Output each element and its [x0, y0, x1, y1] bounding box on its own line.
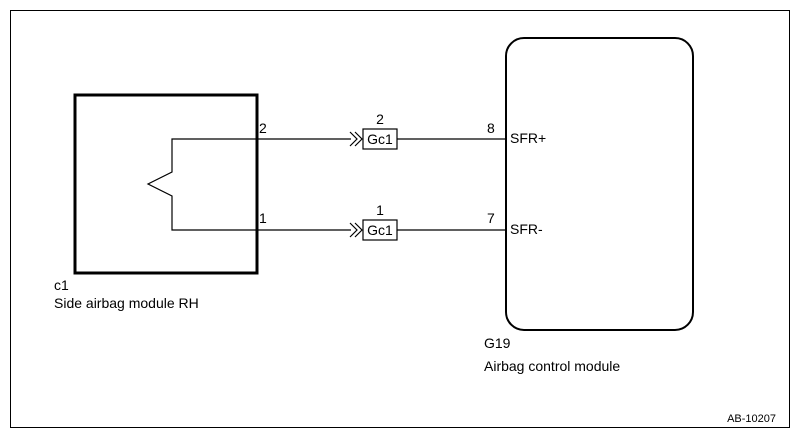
left-pin-bottom: 1 — [259, 210, 267, 226]
connector-pin-bottom: 1 — [376, 202, 384, 218]
connector-arrow-top — [349, 131, 358, 147]
connector-pin-top: 2 — [376, 111, 384, 127]
diagram-frame — [10, 10, 790, 428]
left-pin-top: 2 — [259, 120, 267, 136]
connector-arrow-bottom — [349, 222, 358, 238]
connector-arrow-top-2 — [354, 131, 363, 147]
right-component-name: Airbag control module — [484, 358, 620, 374]
left-component-name: Side airbag module RH — [54, 295, 199, 311]
left-component-id: c1 — [54, 277, 69, 293]
right-component-id: G19 — [484, 335, 511, 351]
squib-symbol — [146, 138, 257, 231]
connector-label-bottom: Gc1 — [367, 222, 393, 238]
right-pin-bottom: 7 — [487, 210, 495, 226]
connector-label-top: Gc1 — [367, 131, 393, 147]
figure-code: AB-10207 — [727, 413, 776, 425]
right-pin-top: 8 — [487, 120, 495, 136]
signal-label-bottom: SFR- — [510, 221, 543, 237]
connector-arrow-bottom-2 — [354, 222, 363, 238]
airbag-control-module-box — [505, 37, 694, 331]
signal-label-top: SFR+ — [510, 130, 546, 146]
side-airbag-module-box — [73, 93, 259, 275]
